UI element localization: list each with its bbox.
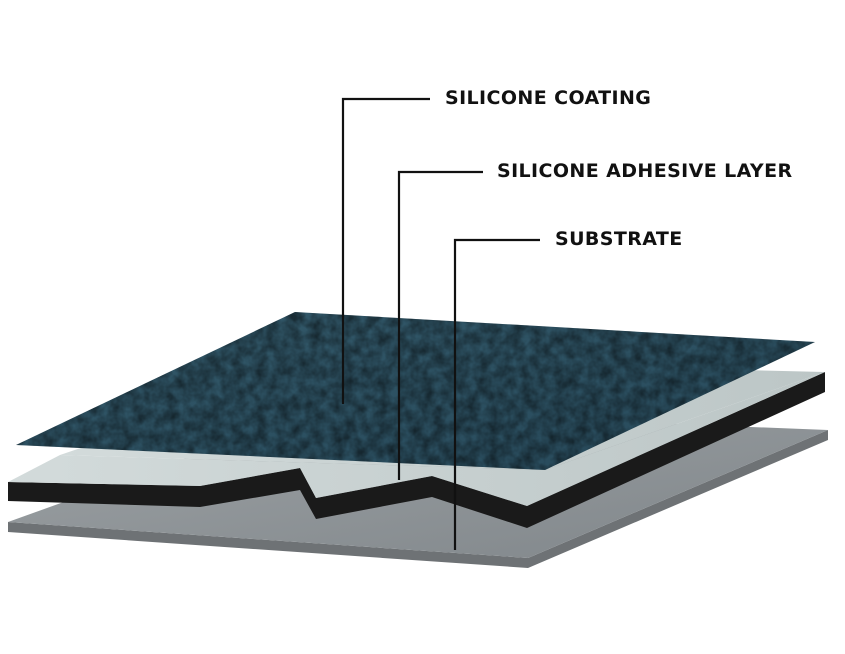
adhesive-leader-line [397,170,483,480]
adhesive-top [8,372,825,506]
substrate-leader-line [453,238,540,550]
coating-texture [16,312,815,470]
coating-layer [16,312,815,470]
label-silicone-coating: SILICONE COATING [445,87,652,109]
label-silicone-adhesive-layer: SILICONE ADHESIVE LAYER [497,160,793,182]
leader-lines [341,97,540,550]
label-substrate: SUBSTRATE [555,228,683,250]
coating-leader-line [341,97,430,404]
adhesive-black-edge [8,372,825,528]
